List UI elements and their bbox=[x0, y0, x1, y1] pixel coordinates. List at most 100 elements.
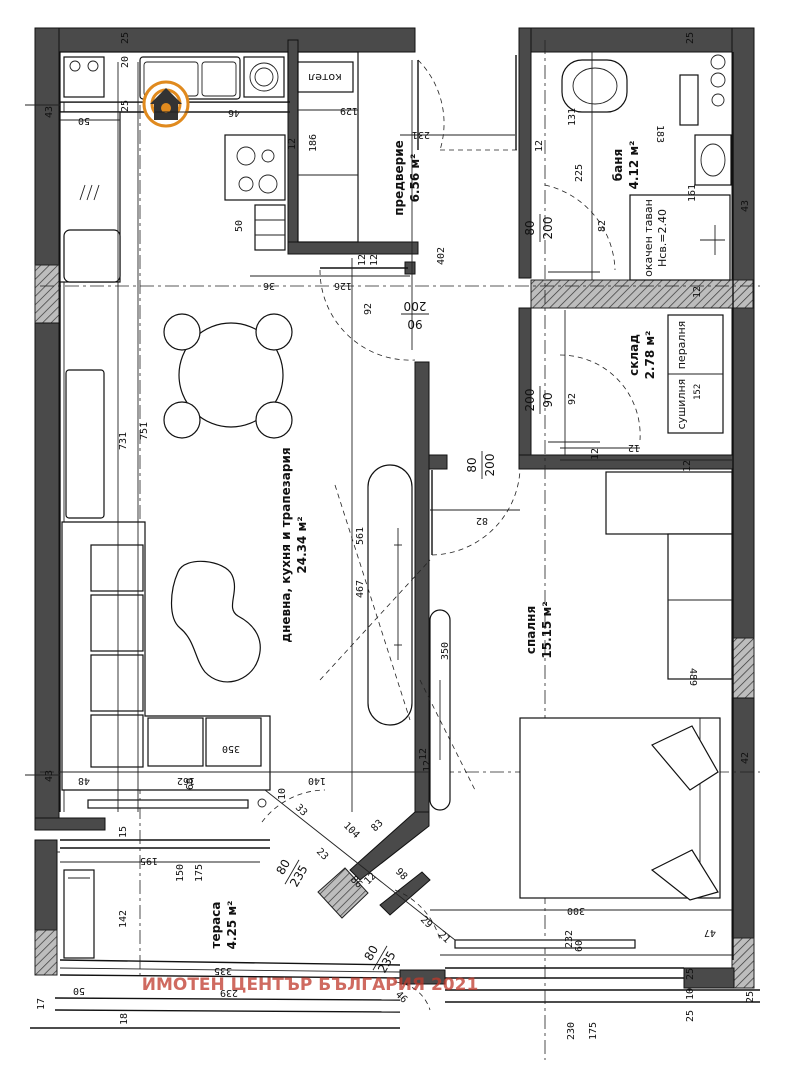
svg-text:200: 200 bbox=[541, 217, 555, 240]
dim-text: 25 bbox=[745, 991, 756, 1003]
dim-text: 43 bbox=[44, 106, 55, 118]
svg-text:80: 80 bbox=[465, 457, 479, 472]
chair bbox=[255, 401, 293, 439]
dim-text: 23 bbox=[314, 846, 330, 862]
dim-text: 186 bbox=[308, 134, 319, 152]
svg-text:80: 80 bbox=[523, 220, 537, 235]
watermark: ИМОТЕН ЦЕНТЪР БЪЛГАРИЯ 2021 bbox=[142, 975, 479, 995]
wall-bath-bottom-hatched bbox=[530, 279, 754, 309]
boiler-label: котел bbox=[308, 71, 342, 84]
dim-text: 12 bbox=[692, 286, 703, 298]
dim-text: 25 bbox=[685, 32, 696, 44]
dim-text: 12 bbox=[369, 254, 380, 266]
dim-text: 12 bbox=[287, 138, 298, 150]
door-label-bath: 80 200 bbox=[523, 214, 555, 242]
wall-hall-bottom bbox=[287, 241, 419, 255]
kitchen-hob-small bbox=[63, 56, 105, 98]
wall-storage-left bbox=[518, 307, 532, 469]
company-logo bbox=[142, 80, 190, 128]
dim-text: 231 bbox=[412, 129, 430, 140]
dim-text: 162 bbox=[177, 775, 195, 786]
pillow bbox=[651, 725, 719, 791]
dryer-label: сушилня bbox=[675, 379, 688, 430]
wardrobe bbox=[605, 471, 733, 535]
dim-text: 33 bbox=[293, 802, 309, 818]
wall-right-column bbox=[731, 637, 755, 699]
dim-text: 12 bbox=[628, 442, 640, 453]
living-room-name: дневна, кухня и трапезария bbox=[279, 447, 293, 642]
dim-text: 15 bbox=[118, 826, 129, 838]
dim-text: 17 bbox=[36, 998, 47, 1010]
dim-text: 175 bbox=[194, 864, 205, 882]
terrace-bench bbox=[63, 869, 95, 959]
svg-text:200: 200 bbox=[523, 389, 537, 412]
storage-area: 2.78 м² bbox=[643, 331, 657, 380]
chair bbox=[255, 313, 293, 351]
ceiling-height: Нсв.=2.40 bbox=[656, 209, 669, 267]
dim-text: 12 bbox=[534, 140, 545, 152]
bathroom-fixtures bbox=[548, 54, 732, 281]
door-swings bbox=[261, 55, 641, 1011]
kitchen-cabinet bbox=[254, 204, 286, 251]
svg-text:200: 200 bbox=[404, 299, 427, 313]
dim-text: 751 bbox=[139, 422, 150, 440]
dim-text: 25 bbox=[120, 32, 131, 44]
terrace-furniture bbox=[63, 869, 95, 959]
dim-text: 126 bbox=[334, 280, 352, 291]
sofa-cushion bbox=[90, 544, 144, 592]
dim-text: 25 bbox=[120, 100, 131, 112]
radiator bbox=[679, 74, 699, 126]
wall-angled-column bbox=[317, 867, 369, 919]
dim-text: 43 bbox=[44, 770, 55, 782]
dim-text: 731 bbox=[118, 432, 129, 450]
wall-terrace-right bbox=[399, 969, 446, 985]
dim-text: 195 bbox=[140, 855, 158, 866]
dim-text: 43 bbox=[740, 200, 751, 212]
terrace-name: тераса bbox=[209, 902, 223, 949]
dim-text: 161 bbox=[687, 184, 698, 202]
dim-text: 50 bbox=[78, 115, 90, 126]
pillow bbox=[650, 849, 719, 901]
svg-text:80: 80 bbox=[361, 943, 381, 963]
dim-text: 50 bbox=[73, 985, 85, 996]
svg-text:200: 200 bbox=[483, 454, 497, 477]
wall-left-mid bbox=[34, 322, 60, 829]
dim-text: 350 bbox=[440, 642, 451, 660]
room-labels: дневна, кухня и трапезария 24.34 м² пред… bbox=[209, 140, 688, 949]
washbasin bbox=[694, 134, 732, 186]
chair bbox=[163, 313, 201, 351]
dim-text: 131 bbox=[567, 108, 578, 126]
door-labels: 80 200 200 90 200 90 80 200 80 235 80 23… bbox=[273, 214, 555, 975]
dim-text: 335 bbox=[214, 965, 232, 976]
dim-text: 183 bbox=[654, 125, 665, 143]
room-divider-unit bbox=[367, 464, 413, 726]
svg-text:90: 90 bbox=[407, 317, 422, 331]
door-label-terrace-1: 80 235 bbox=[273, 857, 310, 890]
console-shelf bbox=[87, 799, 249, 809]
dim-text: 239 bbox=[220, 987, 238, 998]
dim-text: 150 bbox=[175, 864, 186, 882]
boiler bbox=[297, 61, 354, 93]
dim-text: 25 bbox=[685, 968, 696, 980]
dim-text: 20 bbox=[120, 56, 131, 68]
dim-text: 175 bbox=[588, 1022, 599, 1040]
wall-left-column bbox=[34, 264, 60, 324]
dim-text: 350 bbox=[222, 743, 240, 754]
dim-text: 82 bbox=[476, 515, 488, 526]
wall-right-upper bbox=[731, 27, 755, 639]
living-area bbox=[61, 369, 413, 809]
stove bbox=[224, 134, 286, 201]
wall-storage-bottom bbox=[518, 454, 734, 470]
dim-text: 225 bbox=[574, 164, 585, 182]
dim-text: 98 bbox=[393, 866, 409, 882]
washing-machine bbox=[243, 56, 285, 98]
dim-text: 104 bbox=[341, 820, 362, 841]
dim-text: 140 bbox=[308, 775, 326, 786]
dining-table bbox=[178, 322, 284, 428]
chair bbox=[163, 401, 201, 439]
svg-text:90: 90 bbox=[541, 392, 555, 407]
dim-text: 561 bbox=[355, 527, 366, 545]
bedroom-area: 15.15 м² bbox=[540, 601, 554, 658]
wall-right-lower bbox=[731, 697, 755, 939]
